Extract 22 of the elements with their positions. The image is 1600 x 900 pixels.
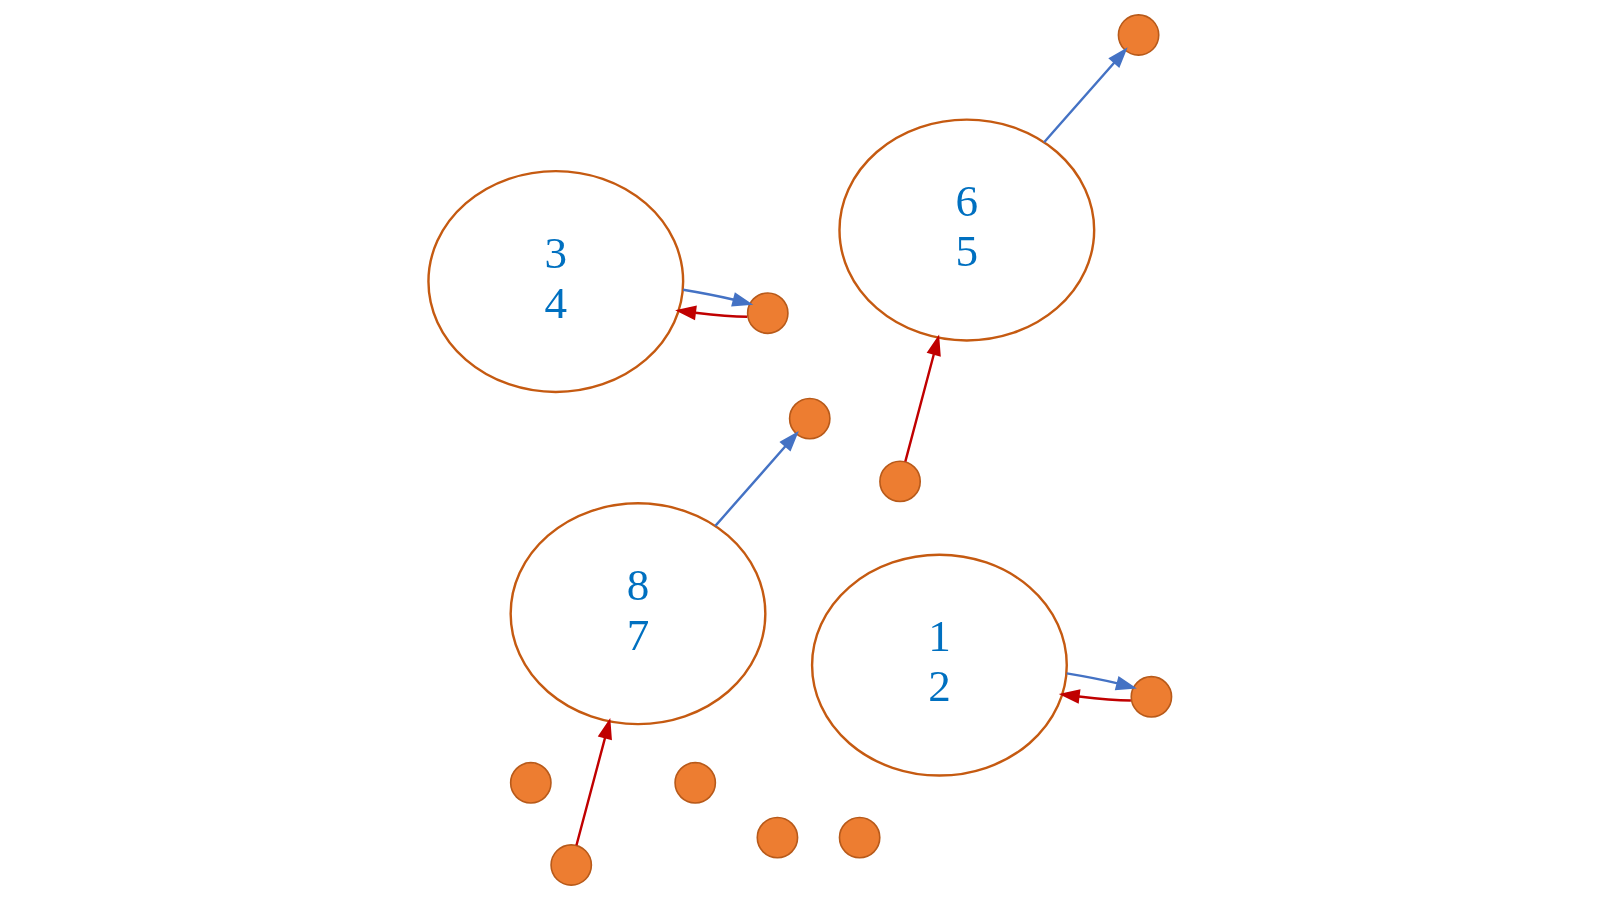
node-circle <box>838 816 881 859</box>
arrow <box>1043 47 1128 144</box>
node-circle <box>879 460 921 503</box>
node-ellipse: 8 7 <box>509 502 767 726</box>
arrow <box>904 334 941 462</box>
node-ellipse: 6 5 <box>838 118 1096 342</box>
node-circle <box>788 397 831 440</box>
node-ellipse: 1 2 <box>810 553 1068 777</box>
node-circle <box>550 844 593 886</box>
node-circle <box>746 292 789 335</box>
arrow <box>575 718 612 846</box>
arrow <box>675 305 748 321</box>
node-circle <box>1130 675 1173 718</box>
node-circle <box>509 761 552 804</box>
node-ellipse: 3 4 <box>427 169 685 394</box>
arrow <box>714 431 799 527</box>
arrow <box>682 288 754 307</box>
node-circle <box>756 816 799 859</box>
node-circle <box>1117 14 1160 56</box>
arrow <box>1058 689 1131 704</box>
arrow <box>1066 672 1137 691</box>
node-circle <box>674 761 717 804</box>
